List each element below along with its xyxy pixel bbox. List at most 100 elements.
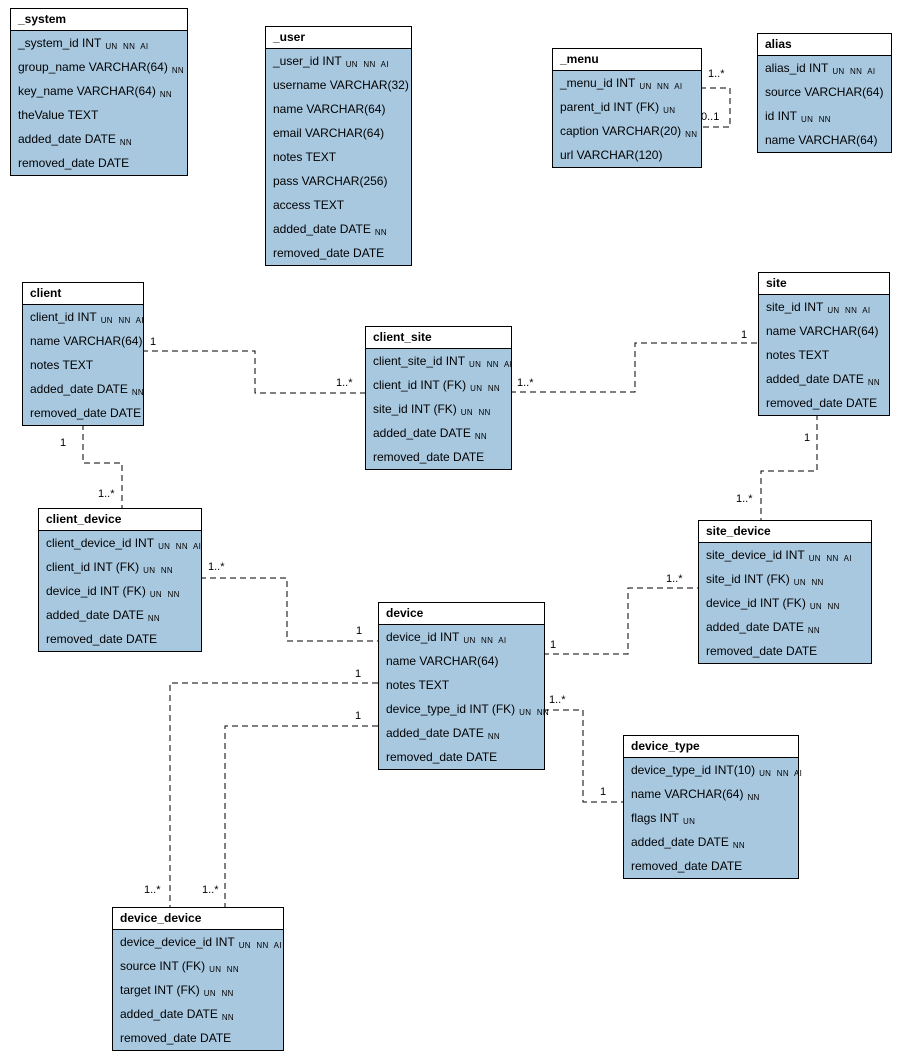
column-definition: client_id INT (FK) [373, 378, 467, 392]
column-definition: theValue TEXT [18, 108, 99, 122]
column-definition: id INT [765, 109, 798, 123]
column-flags: UN NN AI [639, 82, 683, 91]
entity-title: device [379, 603, 544, 625]
column-definition: client_id INT [30, 310, 97, 324]
connector-site-to-site_device[interactable] [760, 414, 818, 520]
cardinality-label: 1..* [708, 68, 725, 80]
column-definition: removed_date DATE [386, 750, 498, 764]
cardinality-label: 1..* [144, 884, 161, 896]
column-flags: UN NN AI [100, 316, 144, 325]
connector-device_type-to-device[interactable] [543, 709, 623, 803]
column-definition: notes TEXT [273, 150, 337, 164]
entity-column: device_id INT (FK)UN NN [699, 591, 871, 615]
cardinality-label: 1..* [208, 561, 225, 573]
column-flags: UN NN [793, 578, 824, 587]
column-definition: removed_date DATE [30, 406, 142, 420]
connector-client-to-client_site[interactable] [142, 350, 365, 394]
entity-column: name VARCHAR(64) [379, 649, 544, 673]
column-definition: name VARCHAR(64) [765, 133, 878, 147]
column-definition: device_type_id INT (FK) [386, 702, 516, 716]
column-definition: client_site_id INT [373, 354, 466, 368]
column-flags: UN NN AI [238, 941, 282, 950]
column-definition: name VARCHAR(64) [386, 654, 499, 668]
column-definition: added_date DATE [766, 372, 864, 386]
column-flags: UN [663, 106, 676, 115]
column-flags: NN [374, 228, 388, 237]
column-definition: flags INT [631, 811, 680, 825]
entity-title: _system [11, 9, 187, 31]
entity-title: site [759, 273, 889, 295]
column-definition: device_type_id INT(10) [631, 763, 756, 777]
cardinality-label: 1..* [336, 377, 353, 389]
connector-menu-self-reference[interactable] [700, 87, 731, 128]
column-definition: added_date DATE [46, 608, 144, 622]
column-definition: site_id INT [766, 300, 824, 314]
column-flags: NN [685, 130, 698, 139]
entity-column: parent_id INT (FK)UN [553, 95, 701, 119]
cardinality-label: 1..* [666, 573, 683, 585]
connector-site-to-client_site[interactable] [510, 342, 758, 393]
column-flags: NN [159, 90, 172, 99]
entity-column: notes TEXT [266, 145, 411, 169]
column-definition: _menu_id INT [560, 76, 636, 90]
entity-column: key_name VARCHAR(64)NN [11, 79, 187, 103]
column-flags: NN [867, 378, 881, 387]
column-definition: source VARCHAR(64) [765, 85, 884, 99]
column-definition: _user_id INT [273, 54, 342, 68]
column-flags: UN NN AI [105, 42, 149, 51]
column-flags: UN NN [203, 989, 234, 998]
entity-column: notes TEXT [759, 343, 889, 367]
cardinality-label: 1 [355, 668, 361, 680]
connector-device-to-device_device-target[interactable] [224, 725, 378, 907]
column-definition: parent_id INT (FK) [560, 100, 660, 114]
cardinality-label: 1 [355, 710, 361, 722]
entity-column: name VARCHAR(64) [23, 329, 143, 353]
connector-device-to-device_device-source[interactable] [169, 682, 378, 907]
connector-client-to-client_device[interactable] [82, 424, 123, 508]
connector-client_device-to-device[interactable] [200, 577, 378, 642]
column-definition: client_device_id INT [46, 536, 155, 550]
column-definition: device_id INT (FK) [46, 584, 146, 598]
column-definition: notes TEXT [766, 348, 830, 362]
column-flags: NN [732, 841, 746, 850]
column-definition: source INT (FK) [120, 959, 206, 973]
column-definition: key_name VARCHAR(64) [18, 84, 156, 98]
connector-device-to-site_device[interactable] [543, 587, 698, 655]
entity-column: name VARCHAR(64) [266, 97, 411, 121]
column-definition: site_id INT (FK) [373, 402, 457, 416]
column-definition: notes TEXT [30, 358, 94, 372]
entity-column: name VARCHAR(64)NN [624, 782, 798, 806]
column-definition: removed_date DATE [631, 859, 743, 873]
column-definition: name VARCHAR(64) [766, 324, 879, 338]
entity-column: removed_date DATE [39, 627, 201, 651]
cardinality-label: 1 [356, 625, 362, 637]
column-definition: added_date DATE [373, 426, 471, 440]
column-flags: UN NN AI [463, 636, 507, 645]
column-flags: NN [747, 793, 760, 802]
column-definition: added_date DATE [706, 620, 804, 634]
